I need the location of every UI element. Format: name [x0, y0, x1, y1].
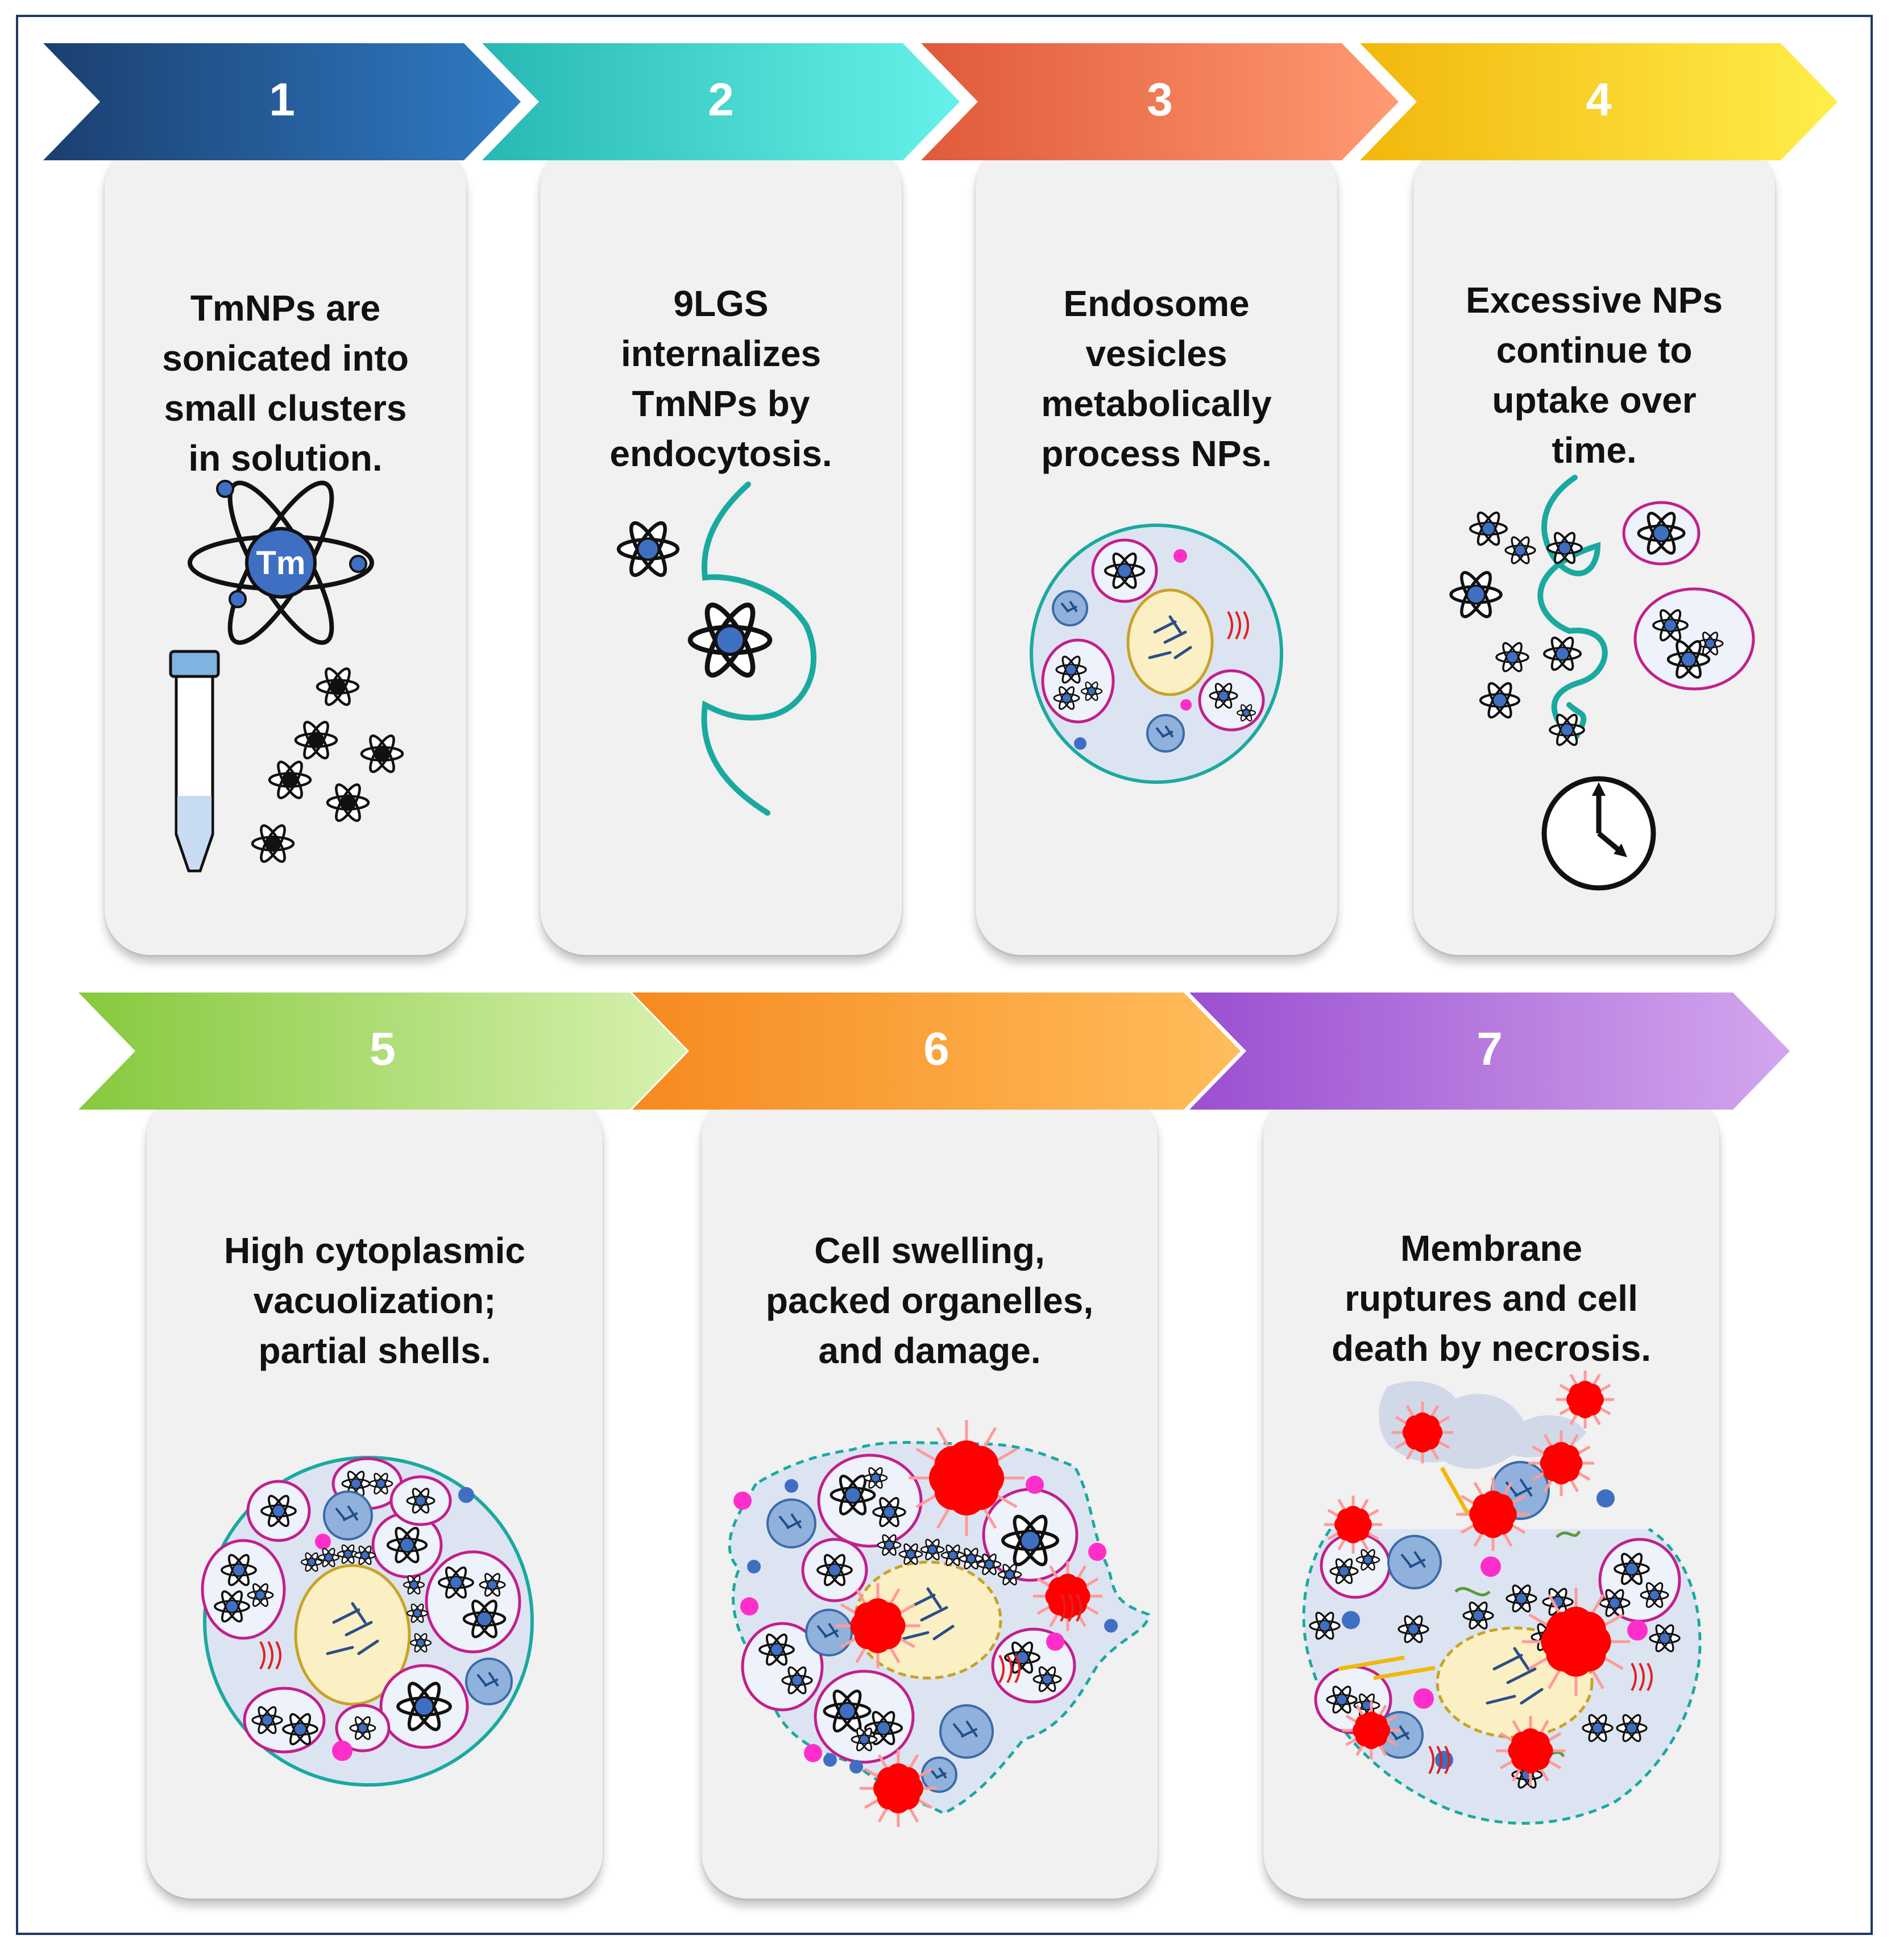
step-5-chevron: 5	[78, 993, 687, 1110]
step-2-card: 9LGS internalizes TmNPs by endocytosis.	[540, 142, 902, 955]
step-1-text: TmNPs are sonicated into small clusters …	[162, 288, 409, 479]
step-2-text: 9LGS internalizes TmNPs by endocytosis.	[609, 283, 832, 474]
step-1-number: 1	[269, 74, 295, 126]
step-7-text: Membrane ruptures and cell death by necr…	[1332, 1228, 1651, 1369]
step-3-chevron: 3	[921, 43, 1399, 160]
step-1-chevron-shape	[43, 43, 521, 160]
step-4-number: 4	[1586, 74, 1612, 126]
step-4-card: Excessive NPs continue to uptake over ti…	[1413, 142, 1775, 955]
step-4-chevron: 4	[1360, 43, 1838, 160]
step-7-chevron: 7	[1189, 993, 1790, 1110]
step-4-text: Excessive NPs continue to uptake over ti…	[1466, 280, 1723, 471]
step-5-card: High cytoplasmic vacuolization; partial …	[147, 1091, 603, 1899]
step-1-chevron: 1	[43, 43, 521, 160]
step-6-chevron: 6	[632, 993, 1241, 1110]
step-3-text: Endosome vesicles metabolically process …	[1041, 283, 1272, 474]
figure-frame	[16, 15, 1873, 1935]
step-7-card: Membrane ruptures and cell death by necr…	[1263, 1091, 1719, 1899]
step-5-number: 5	[370, 1023, 396, 1075]
step-7-chevron-shape	[1189, 993, 1790, 1110]
step-5-chevron-shape	[78, 993, 687, 1110]
step-3-number: 3	[1147, 74, 1173, 126]
step-6-card: Cell swelling, packed organelles, and da…	[702, 1091, 1158, 1899]
step-3-chevron-shape	[921, 43, 1399, 160]
step-6-text: Cell swelling, packed organelles, and da…	[765, 1230, 1094, 1371]
step-3-card: Endosome vesicles metabolically process …	[976, 142, 1337, 955]
step-2-chevron: 2	[482, 43, 960, 160]
step-1-card: TmNPs are sonicated into small clusters …	[105, 142, 466, 955]
step-7-number: 7	[1477, 1023, 1503, 1075]
step-2-number: 2	[708, 74, 734, 126]
step-6-number: 6	[923, 1023, 949, 1075]
step-5-text: High cytoplasmic vacuolization; partial …	[224, 1230, 525, 1371]
step-6-chevron-shape	[632, 993, 1241, 1110]
step-2-chevron-shape	[482, 43, 960, 160]
step-4-chevron-shape	[1360, 43, 1838, 160]
